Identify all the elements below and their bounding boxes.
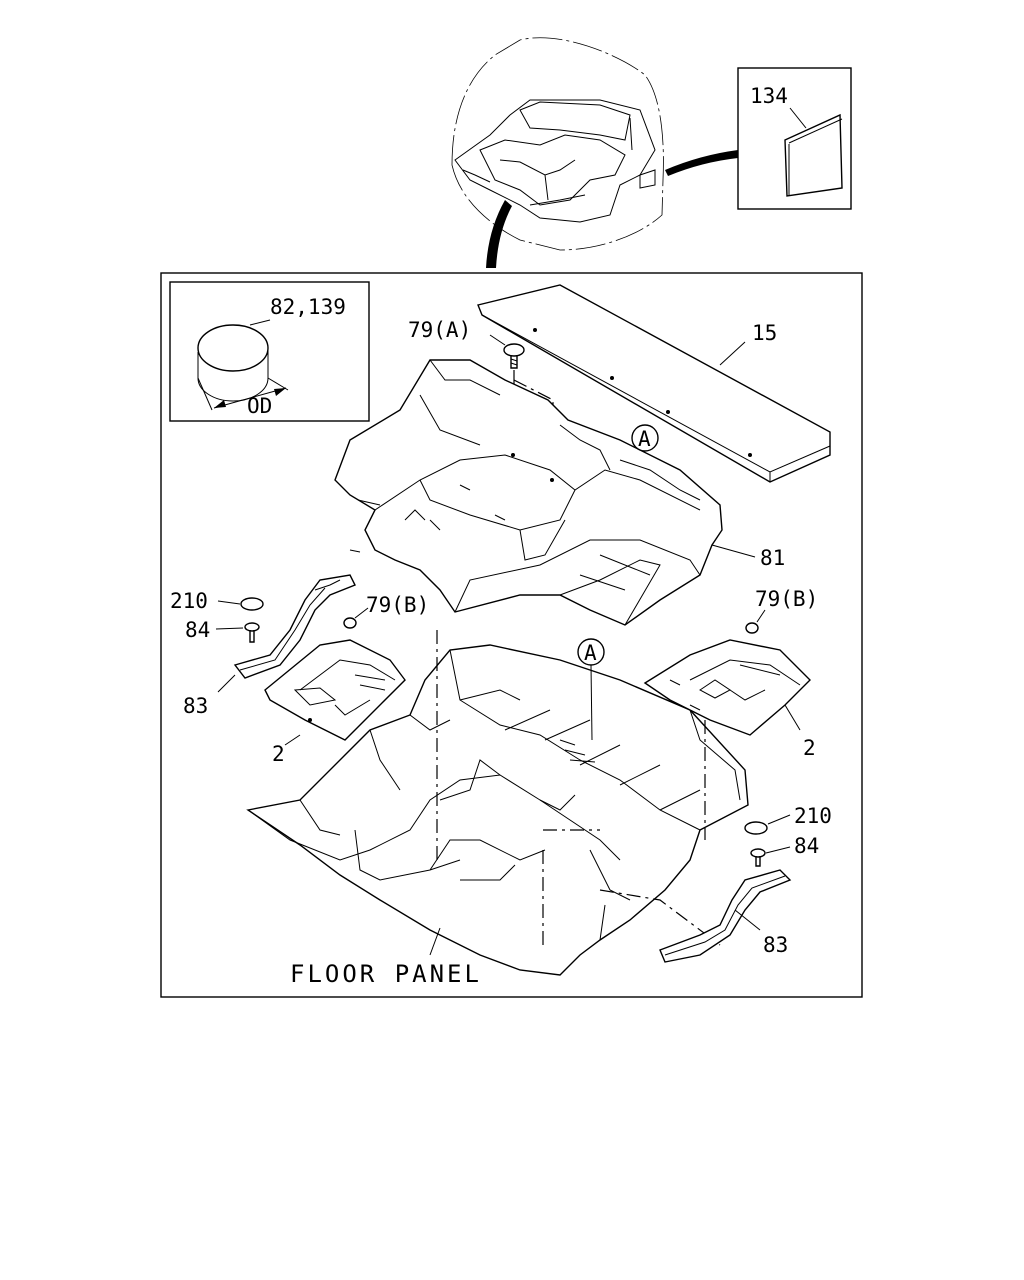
label-2-left: 2 — [272, 742, 285, 766]
part-81-carpet: 81 — [334, 359, 785, 626]
label-83-right: 83 — [763, 933, 788, 957]
label-84-right: 84 — [794, 834, 819, 858]
label-82-139: 82,139 — [270, 295, 346, 319]
label-79b-left: 79(B) — [366, 593, 429, 617]
label-210-left: 210 — [170, 589, 208, 613]
label-79a: 79(A) — [408, 318, 471, 342]
main-frame — [160, 272, 863, 998]
label-210-right: 210 — [794, 804, 832, 828]
left-screw-84: 84 — [185, 618, 260, 643]
right-scuff-plate-83: 83 — [659, 869, 792, 963]
right-clip-210: 210 — [744, 804, 832, 835]
label-134: 134 — [750, 84, 788, 108]
floor-panel: FLOOR PANEL — [246, 630, 749, 988]
label-a-lower: A — [584, 641, 597, 665]
right-mat-2: 2 — [643, 639, 816, 760]
inset-134: 134 — [737, 67, 852, 210]
leader-arrow-thumbnail — [486, 200, 512, 268]
label-2-right: 2 — [803, 736, 816, 760]
label-15: 15 — [752, 321, 777, 345]
label-od: OD — [247, 394, 272, 418]
left-scuff-plate-83: 83 — [183, 574, 356, 718]
inset-82-139: 82,139 OD — [169, 281, 370, 422]
right-screw-84: 84 — [750, 834, 819, 867]
part-15-board: 15 — [477, 284, 831, 483]
right-fastener-79b: 79(B) — [745, 587, 818, 634]
reference-a-lower: A — [577, 638, 605, 741]
label-floor-panel: FLOOR PANEL — [290, 960, 482, 988]
fastener-79a: 79(A) — [408, 318, 554, 480]
label-79b-right: 79(B) — [755, 587, 818, 611]
label-a-upper: A — [638, 427, 651, 451]
left-fastener-79b: 79(B) — [343, 593, 429, 629]
vehicle-overview — [451, 37, 664, 251]
label-81: 81 — [760, 546, 785, 570]
leader-arrow-134 — [665, 150, 738, 176]
left-mat-2: 2 — [264, 639, 406, 766]
label-84-left: 84 — [185, 618, 210, 642]
reference-a-upper: A — [631, 424, 659, 452]
label-83-left: 83 — [183, 694, 208, 718]
left-clip-210: 210 — [170, 589, 264, 613]
